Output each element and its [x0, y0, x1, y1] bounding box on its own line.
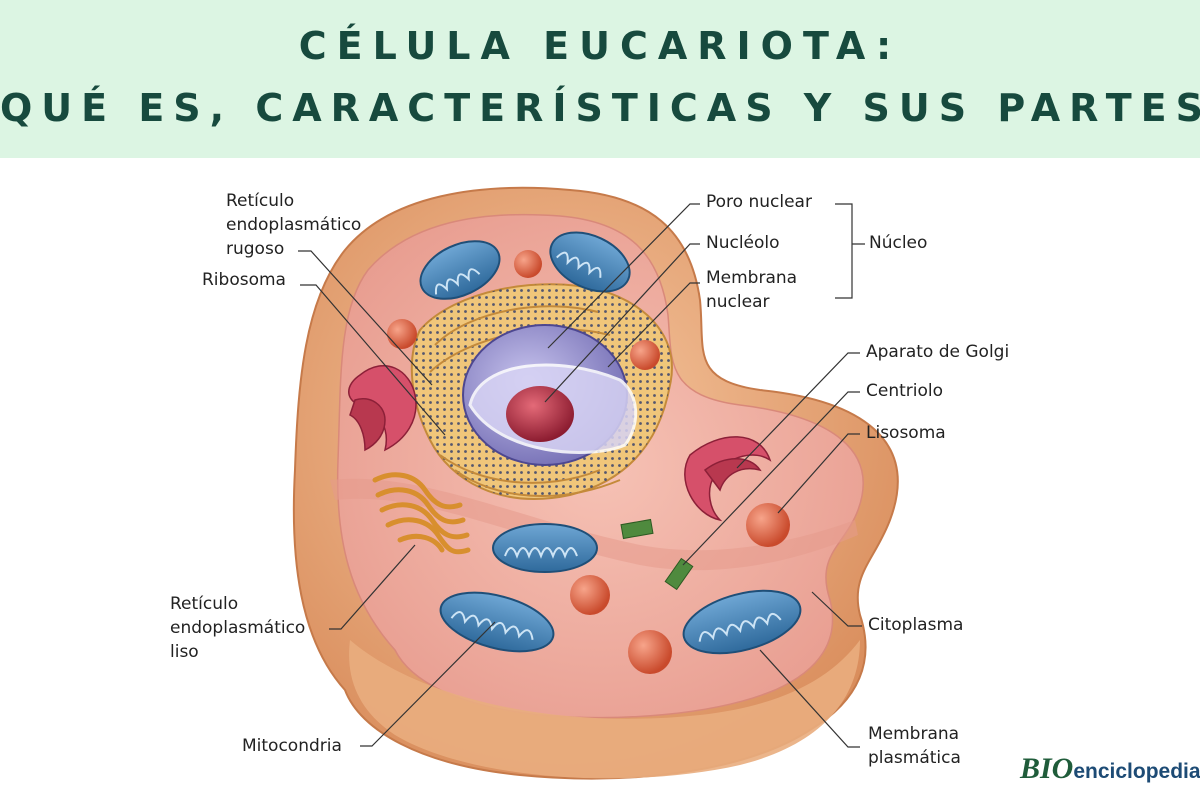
label-smooth-er-line-2: endoplasmático: [170, 618, 306, 638]
title-banner: CÉLULA EUCARIOTA: QUÉ ES, CARACTERÍSTICA…: [0, 0, 1200, 158]
label-rough-er-line-2: endoplasmático: [226, 215, 362, 235]
label-golgi: Aparato de Golgi: [866, 342, 1010, 362]
label-plasma-membrane-line-1: Membrana: [868, 724, 960, 744]
label-lysosome: Lisosoma: [866, 423, 946, 443]
label-nuclear-membrane: Membrana nuclear: [706, 266, 797, 314]
label-ribosome: Ribosoma: [202, 270, 286, 290]
label-nucleolus: Nucléolo: [706, 233, 780, 253]
label-rough-er-line-1: Retículo: [226, 191, 295, 211]
smooth-er-group: [372, 472, 471, 555]
page-title-line-1: CÉLULA EUCARIOTA:: [298, 24, 902, 68]
label-centriole: Centriolo: [866, 381, 944, 401]
nucleolus-shape: [506, 386, 574, 442]
label-nuclear-membrane-line-1: Membrana: [706, 268, 798, 288]
bioenciclopedia-logo: BIOenciclopedia: [1020, 752, 1200, 792]
logo-wordmark: enciclopedia: [1073, 760, 1200, 783]
label-plasma-membrane: Membrana plasmática: [868, 722, 961, 770]
label-mitochondria: Mitocondria: [242, 736, 342, 756]
mitochondria-group: [419, 231, 802, 655]
logo-bio-mark: BIO: [1020, 752, 1074, 785]
golgi-group: [348, 365, 772, 522]
label-nuclear-pore: Poro nuclear: [706, 192, 812, 212]
label-cytoplasm: Citoplasma: [868, 615, 964, 635]
label-smooth-er: Retículo endoplasmático liso: [170, 592, 305, 664]
lysosomes-group: [387, 250, 790, 674]
centriole-group: [620, 518, 694, 591]
label-nuclear-membrane-line-2: nuclear: [706, 292, 770, 312]
label-smooth-er-line-1: Retículo: [170, 594, 239, 614]
label-smooth-er-line-3: liso: [170, 642, 199, 662]
label-rough-er-line-3: rugoso: [226, 239, 285, 259]
page-title-line-2: QUÉ ES, CARACTERÍSTICAS Y SUS PARTES: [0, 86, 1200, 130]
label-nucleus: Núcleo: [869, 233, 928, 253]
label-plasma-membrane-line-2: plasmática: [868, 748, 961, 768]
label-rough-er: Retículo endoplasmático rugoso: [226, 189, 361, 261]
leader-lines: [298, 203, 865, 748]
